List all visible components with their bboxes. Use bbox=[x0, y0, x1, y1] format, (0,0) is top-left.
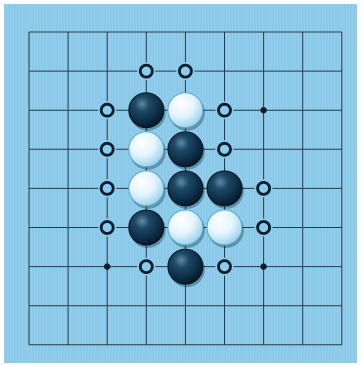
star-point bbox=[260, 107, 266, 113]
star-point bbox=[104, 263, 110, 269]
white-stone bbox=[129, 171, 164, 206]
black-stone bbox=[168, 171, 203, 206]
board-grid[interactable] bbox=[4, 4, 357, 363]
black-stone bbox=[168, 132, 203, 167]
white-stone bbox=[207, 210, 242, 245]
black-stone bbox=[129, 210, 164, 245]
game-board[interactable] bbox=[4, 4, 357, 363]
black-stone bbox=[129, 93, 164, 128]
white-stone bbox=[168, 93, 203, 128]
star-point bbox=[260, 263, 266, 269]
white-stone bbox=[168, 210, 203, 245]
white-stone bbox=[129, 132, 164, 167]
black-stone bbox=[168, 249, 203, 284]
black-stone bbox=[207, 171, 242, 206]
